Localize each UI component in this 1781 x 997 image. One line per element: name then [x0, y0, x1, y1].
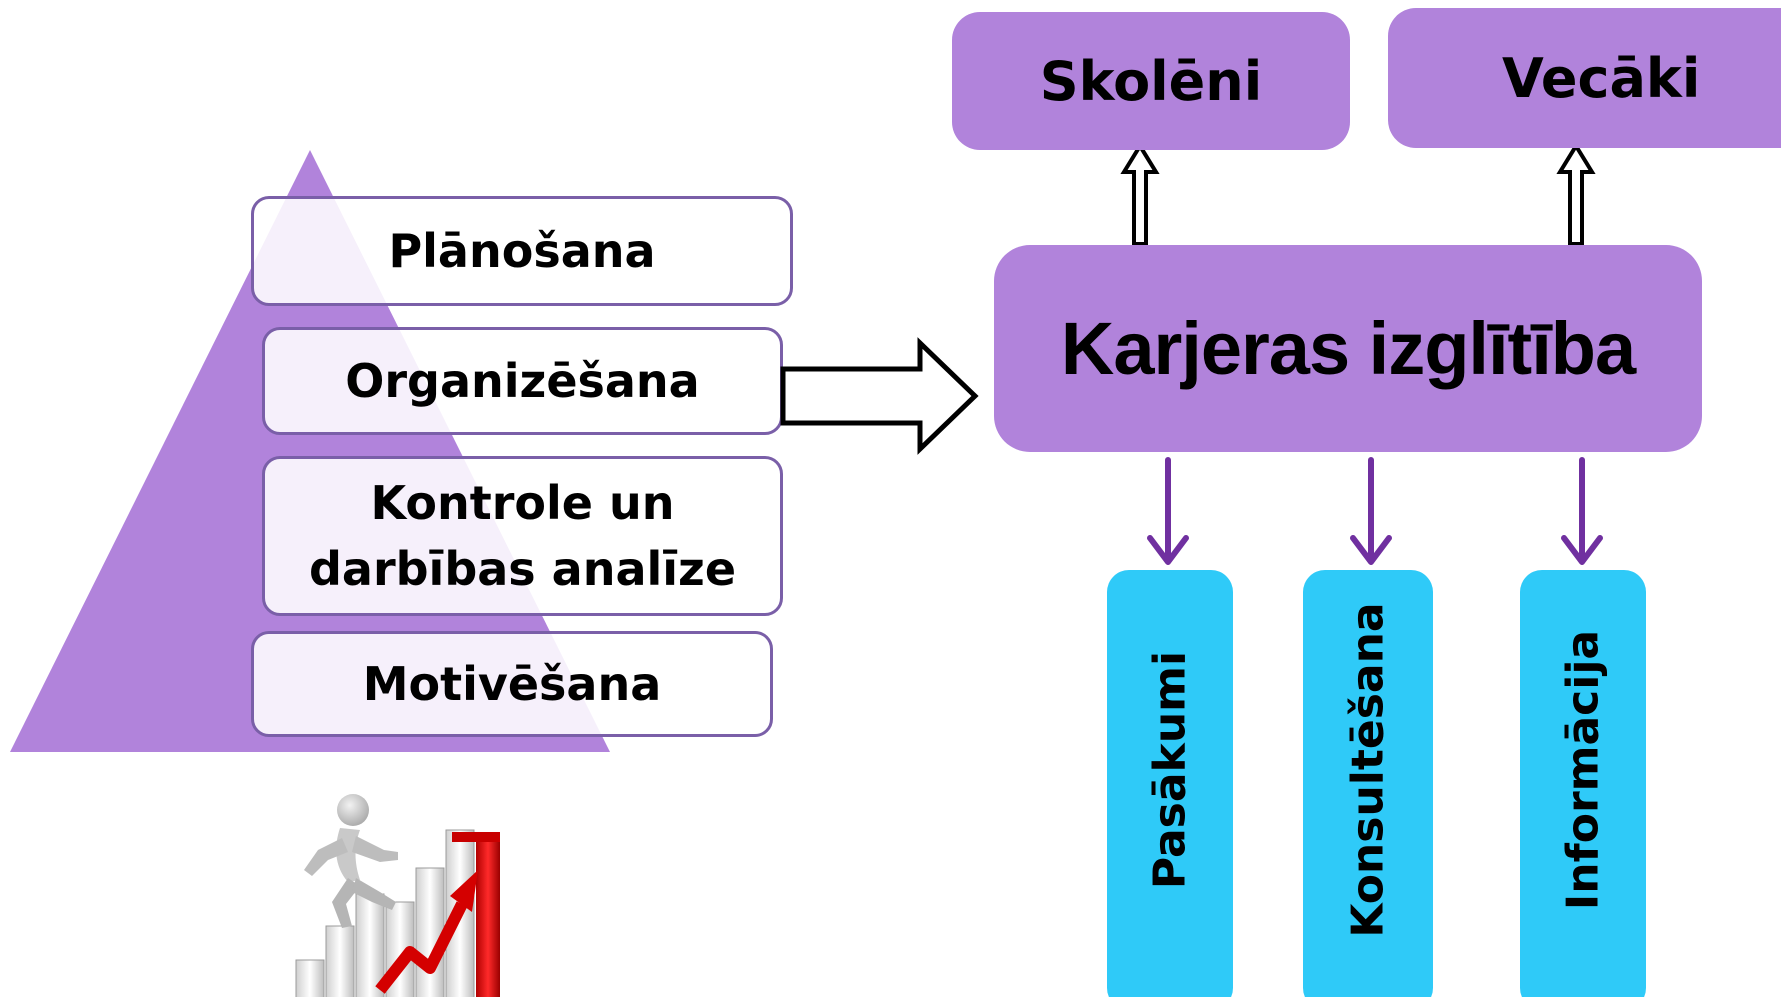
up-arrow-icon-students: [1120, 142, 1160, 246]
stage-organizing: Organizēšana: [262, 327, 783, 435]
activity-consulting-box: Konsultēšana: [1303, 570, 1433, 997]
activity-information-box: Informācija: [1520, 570, 1646, 997]
down-arrow-icon-information: [1561, 457, 1603, 565]
parents-box: Vecāki: [1388, 8, 1781, 148]
stage-planning: Plānošana: [251, 196, 793, 306]
up-arrow-icon-parents: [1556, 142, 1596, 246]
stage-control-analysis: Kontrole un darbības analīze: [262, 456, 783, 616]
down-arrow-icon-events: [1147, 457, 1189, 565]
career-education-box: Karjeras izglītība: [994, 245, 1702, 452]
down-arrow-icon-consulting: [1350, 457, 1392, 565]
activity-events-box: Pasākumi: [1107, 570, 1233, 997]
right-arrow-icon: [780, 337, 979, 455]
stage-motivating: Motivēšana: [251, 631, 773, 737]
students-box: Skolēni: [952, 12, 1350, 150]
